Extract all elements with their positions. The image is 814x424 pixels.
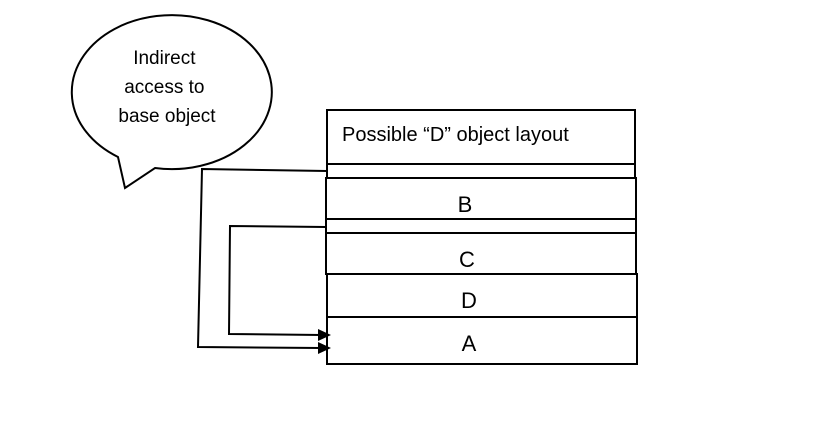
bubble-line-3: base object: [118, 106, 216, 127]
layer-b-box: [325, 177, 637, 220]
layout-title-box: [326, 109, 636, 165]
vptr-slot-b: [326, 163, 636, 179]
layer-a-label: A: [462, 331, 477, 356]
object-layout: Possible “D” object layout B C D A: [325, 109, 638, 365]
vptr-slot-c: [325, 218, 637, 234]
arrowhead-outer: [318, 342, 331, 354]
bubble-line-1: Indirect: [133, 48, 196, 69]
connector-from-b-slot: [196, 167, 331, 354]
connector-from-c-slot: [227, 224, 331, 341]
layer-b-label: B: [458, 192, 473, 217]
bubble-line-2: access to: [124, 77, 204, 98]
layout-title: Possible “D” object layout: [342, 124, 569, 146]
speech-bubble: Indirect access to base object: [70, 14, 273, 190]
layer-c-label: C: [459, 247, 475, 272]
bubble-text: Indirect access to base object: [118, 48, 216, 127]
layer-d-label: D: [461, 288, 477, 313]
connector-line-inner: [227, 224, 327, 336]
arrowhead-inner: [318, 329, 331, 341]
layer-c-box: [325, 232, 637, 275]
connector-line-outer: [196, 167, 328, 349]
layer-d-box: [326, 273, 638, 318]
speech-bubble-shape: [70, 14, 273, 190]
layer-a-box: [326, 316, 638, 365]
